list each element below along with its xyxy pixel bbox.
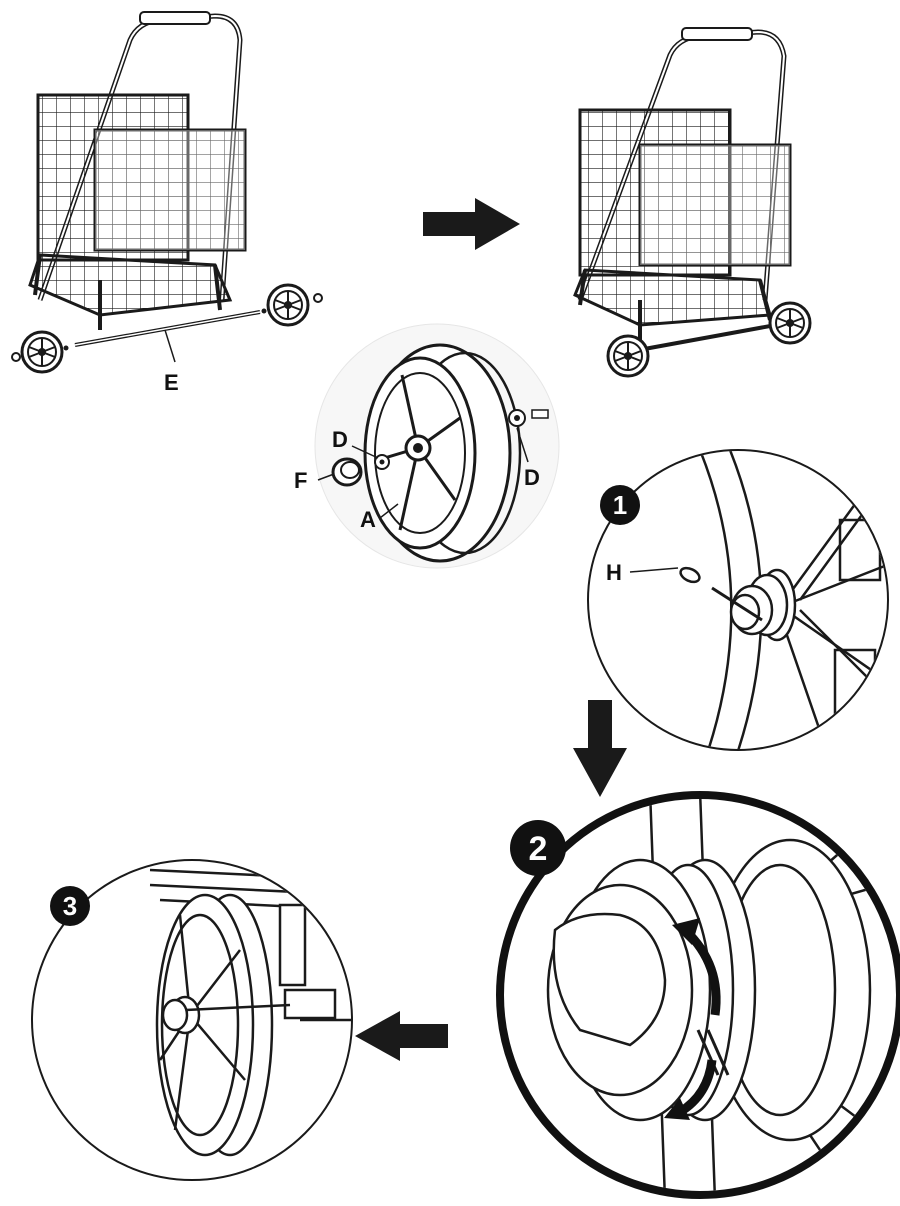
arrow-left-icon	[355, 1011, 448, 1061]
label-washer-d-right: D	[524, 465, 540, 490]
arrow-right-icon	[423, 198, 520, 250]
step1-badge: 1	[613, 490, 627, 520]
step1-detail-circle	[587, 449, 889, 751]
label-axle-e: E	[164, 370, 179, 395]
label-washer-d-left: D	[332, 427, 348, 452]
step2-badge: 2	[529, 830, 548, 868]
label-cotter-pin-h: H	[606, 560, 622, 585]
label-wheel-a: A	[360, 507, 376, 532]
label-cap-f: F	[294, 468, 307, 493]
cart-exploded-view	[11, 11, 323, 374]
step3-badge: 3	[63, 891, 77, 921]
wheel-detail-circle	[314, 323, 560, 569]
cart-assembled-view	[573, 27, 812, 378]
step3-detail-circle	[31, 859, 353, 1181]
arrow-down-icon	[573, 700, 627, 797]
step2-detail-circle	[496, 791, 900, 1199]
